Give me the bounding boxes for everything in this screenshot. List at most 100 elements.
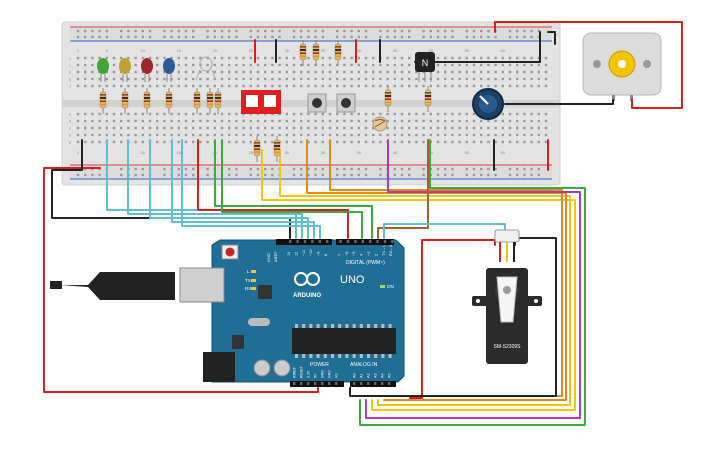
breadboard-hole[interactable] <box>120 56 123 60</box>
digital-pin[interactable] <box>369 240 372 243</box>
rail-hole[interactable] <box>400 173 404 177</box>
digital-pin[interactable] <box>339 240 342 243</box>
rail-hole[interactable] <box>523 29 526 33</box>
breadboard-hole[interactable] <box>465 70 468 74</box>
breadboard-hole[interactable] <box>105 112 108 116</box>
breadboard-hole[interactable] <box>76 84 80 88</box>
breadboard-hole[interactable] <box>184 126 188 130</box>
breadboard-hole[interactable] <box>184 77 188 81</box>
breadboard-hole[interactable] <box>105 126 108 130</box>
breadboard-hole[interactable] <box>213 112 216 116</box>
breadboard-hole[interactable] <box>148 56 152 60</box>
breadboard-hole[interactable] <box>98 112 101 116</box>
breadboard-hole[interactable] <box>436 112 440 116</box>
rail-hole[interactable] <box>429 35 432 39</box>
power-pin[interactable] <box>307 382 310 385</box>
breadboard-hole[interactable] <box>184 63 188 67</box>
servo-horn[interactable] <box>496 276 518 323</box>
resistor[interactable] <box>165 88 173 114</box>
breadboard-hole[interactable] <box>343 133 346 137</box>
breadboard-hole[interactable] <box>170 56 173 60</box>
breadboard-hole[interactable] <box>436 133 440 137</box>
breadboard-hole[interactable] <box>530 77 533 81</box>
rail-hole[interactable] <box>300 173 303 177</box>
breadboard-hole[interactable] <box>98 119 101 123</box>
breadboard-hole[interactable] <box>364 133 368 137</box>
rail-hole[interactable] <box>336 29 339 33</box>
breadboard-hole[interactable] <box>271 63 274 67</box>
breadboard-hole[interactable] <box>494 126 497 130</box>
breadboard-hole[interactable] <box>393 119 396 123</box>
breadboard-hole[interactable] <box>213 56 216 60</box>
rail-hole[interactable] <box>105 29 108 33</box>
breadboard-hole[interactable] <box>84 77 87 81</box>
breadboard-hole[interactable] <box>400 77 404 81</box>
breadboard-hole[interactable] <box>436 77 440 81</box>
breadboard-hole[interactable] <box>372 140 375 144</box>
wire-servo-signal[interactable] <box>383 223 506 239</box>
breadboard-hole[interactable] <box>523 126 526 130</box>
breadboard-hole[interactable] <box>256 119 260 123</box>
breadboard-hole[interactable] <box>451 133 454 137</box>
rail-hole[interactable] <box>148 35 152 39</box>
breadboard-hole[interactable] <box>213 63 216 67</box>
breadboard-hole[interactable] <box>292 119 296 123</box>
breadboard-hole[interactable] <box>530 119 533 123</box>
breadboard-hole[interactable] <box>285 84 288 88</box>
breadboard-hole[interactable] <box>393 126 396 130</box>
breadboard-hole[interactable] <box>300 119 303 123</box>
breadboard-hole[interactable] <box>523 119 526 123</box>
breadboard-hole[interactable] <box>285 126 288 130</box>
rail-hole[interactable] <box>141 35 144 39</box>
breadboard-hole[interactable] <box>314 77 317 81</box>
breadboard-hole[interactable] <box>357 133 360 137</box>
breadboard-hole[interactable] <box>206 63 209 67</box>
breadboard-hole[interactable] <box>170 84 173 88</box>
breadboard-hole[interactable] <box>120 112 123 116</box>
breadboard-hole[interactable] <box>494 84 497 88</box>
breadboard-hole[interactable] <box>76 140 80 144</box>
breadboard-hole[interactable] <box>537 119 540 123</box>
rail-hole[interactable] <box>350 35 353 39</box>
breadboard-hole[interactable] <box>242 133 245 137</box>
rail-hole[interactable] <box>336 35 339 39</box>
breadboard-hole[interactable] <box>307 133 310 137</box>
breadboard-hole[interactable] <box>530 126 533 130</box>
breadboard-hole[interactable] <box>300 77 303 81</box>
breadboard-hole[interactable] <box>336 70 339 74</box>
rail-hole[interactable] <box>436 173 440 177</box>
breadboard-hole[interactable] <box>105 84 108 88</box>
breadboard-hole[interactable] <box>501 84 504 88</box>
breadboard-hole[interactable] <box>307 140 310 144</box>
rail-hole[interactable] <box>249 29 252 33</box>
resistor[interactable] <box>121 88 129 114</box>
breadboard-hole[interactable] <box>494 77 497 81</box>
rail-hole[interactable] <box>213 29 216 33</box>
breadboard-hole[interactable] <box>228 77 231 81</box>
resistor[interactable] <box>214 88 222 114</box>
breadboard-hole[interactable] <box>156 70 159 74</box>
breadboard-hole[interactable] <box>228 133 231 137</box>
breadboard-hole[interactable] <box>465 77 468 81</box>
breadboard-hole[interactable] <box>458 126 461 130</box>
rail-hole[interactable] <box>321 35 324 39</box>
breadboard-hole[interactable] <box>364 56 368 60</box>
breadboard-hole[interactable] <box>192 133 195 137</box>
breadboard-hole[interactable] <box>357 70 360 74</box>
breadboard-hole[interactable] <box>264 56 267 60</box>
rail-hole[interactable] <box>213 35 216 39</box>
breadboard-hole[interactable] <box>278 77 281 81</box>
breadboard-hole[interactable] <box>379 77 382 81</box>
breadboard-hole[interactable] <box>141 133 144 137</box>
rail-hole[interactable] <box>148 29 152 33</box>
breadboard-hole[interactable] <box>328 70 332 74</box>
breadboard-hole[interactable] <box>350 112 353 116</box>
breadboard-hole[interactable] <box>501 77 504 81</box>
breadboard-hole[interactable] <box>350 70 353 74</box>
rail-hole[interactable] <box>220 35 224 39</box>
rail-hole[interactable] <box>451 35 454 39</box>
breadboard-hole[interactable] <box>112 133 116 137</box>
breadboard-hole[interactable] <box>444 133 447 137</box>
breadboard-hole[interactable] <box>206 84 209 88</box>
rail-hole[interactable] <box>256 29 260 33</box>
